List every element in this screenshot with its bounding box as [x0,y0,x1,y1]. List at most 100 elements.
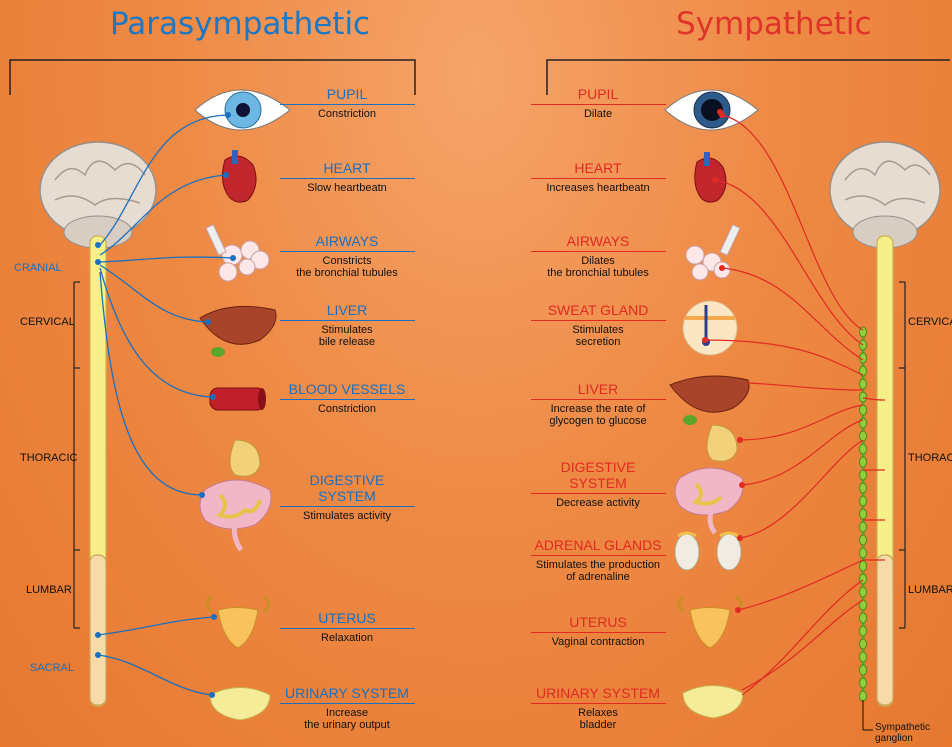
segment-thoracic-right: THORACIC [908,452,952,464]
sym-organ-digestive: DIGESTIVE SYSTEM Decrease activity [523,459,673,509]
organ-desc: Constricts the bronchial tubules [272,255,422,279]
organ-desc: Increases heartbeatn [523,182,673,194]
eye-right-icon [665,90,758,130]
ganglion-bead [860,457,867,467]
sym-organ-uterus: UTERUS Vaginal contraction [523,614,673,648]
organ-desc: Stimulates activity [272,510,422,522]
para-organ-blood-vessels: BLOOD VESSELS Constriction [272,381,422,415]
ganglion-bead [860,548,867,558]
para-organ-liver: LIVER Stimulates bile release [272,302,422,348]
organ-name: UTERUS [531,614,666,633]
ganglion-bead [860,470,867,480]
ganglion-bead [860,418,867,428]
bladder-right-icon [683,686,743,719]
organ-name: DIGESTIVE SYSTEM [531,459,666,494]
organ-name: URINARY SYSTEM [531,685,666,704]
ganglion-bead [860,678,867,688]
organ-name: LIVER [531,381,666,400]
brain-left-icon [40,142,156,248]
para-organ-uterus: UTERUS Relaxation [272,610,422,644]
adrenal-glands-icon [675,533,741,570]
ganglion-bead [860,509,867,519]
ganglion-bead [860,691,867,701]
organ-name: BLOOD VESSELS [280,381,415,400]
sym-organ-adrenal: ADRENAL GLANDS Stimulates the production… [523,537,673,583]
sympathetic-chain [860,327,874,730]
organ-desc: Relaxation [272,632,422,644]
airways-right-icon [686,225,740,280]
sym-organ-liver: LIVER Increase the rate of glycogen to g… [523,381,673,427]
organ-desc: Constriction [272,108,422,120]
sym-organ-heart: HEART Increases heartbeatn [523,160,673,194]
organ-desc: Stimulates secretion [523,324,673,348]
ganglion-bead [860,405,867,415]
organ-name: PUPIL [531,86,666,105]
organ-name: UTERUS [280,610,415,629]
segment-thoracic: THORACIC [20,452,77,464]
heart-right-icon [695,152,726,202]
organ-name: AIRWAYS [280,233,415,252]
liver-left-icon [200,306,276,357]
organ-name: LIVER [280,302,415,321]
spinal-cord-right [877,236,893,706]
organ-desc: Dilate [523,108,673,120]
segment-cervical-right: CERVICAL [908,316,952,328]
para-organ-pupil: PUPIL Constriction [272,86,422,120]
organ-name: DIGESTIVE SYSTEM [280,472,415,507]
digestive-right-icon [675,425,743,533]
para-organ-urinary: URINARY SYSTEM Increase the urinary outp… [272,685,422,731]
ganglion-bead [860,483,867,493]
blood-vessel-left-icon [210,388,266,410]
organ-desc: Increase the urinary output [272,707,422,731]
organ-name: ADRENAL GLANDS [531,537,666,556]
sym-organ-airways: AIRWAYS Dilates the bronchial tubules [523,233,673,279]
sym-organ-sweat-gland: SWEAT GLAND Stimulates secretion [523,302,673,348]
segment-lumbar: LUMBAR [26,584,72,596]
organ-desc: Increase the rate of glycogen to glucose [523,403,673,427]
brain-right-icon [830,142,940,248]
sym-organ-pupil: PUPIL Dilate [523,86,673,120]
organ-name: AIRWAYS [531,233,666,252]
organ-desc: Stimulates the production of adrenaline [523,559,673,583]
ganglion-bead [860,496,867,506]
parasympathetic-title: Parasympathetic [110,6,370,42]
ganglion-bead [860,587,867,597]
organ-name: HEART [280,160,415,179]
organ-name: PUPIL [280,86,415,105]
digestive-left-icon [200,440,271,550]
para-organ-airways: AIRWAYS Constricts the bronchial tubules [272,233,422,279]
ganglion-bead [860,639,867,649]
sweat-gland-icon [683,301,737,355]
uterus-left-icon [207,597,269,648]
para-organ-heart: HEART Slow heartbeatn [272,160,422,194]
organ-desc: Dilates the bronchial tubules [523,255,673,279]
sym-organ-urinary: URINARY SYSTEM Relaxes bladder [523,685,673,731]
liver-right-icon [670,376,749,425]
ganglion-bead [860,379,867,389]
ganglion-bead [860,431,867,441]
organ-desc: Constriction [272,403,422,415]
organ-desc: Decrease activity [523,497,673,509]
para-organ-digestive: DIGESTIVE SYSTEM Stimulates activity [272,472,422,522]
organ-desc: Vaginal contraction [523,636,673,648]
organ-name: HEART [531,160,666,179]
segment-lumbar-right: LUMBAR [908,584,952,596]
ganglion-bead [860,561,867,571]
organ-desc: Slow heartbeatn [272,182,422,194]
sympathetic-title: Sympathetic [676,6,872,42]
ganglion-bead [860,522,867,532]
ganglion-bead [860,392,867,402]
organ-desc: Relaxes bladder [523,707,673,731]
ganglion-bead [860,574,867,584]
ganglion-bead [860,613,867,623]
ganglion-bead [860,652,867,662]
uterus-right-icon [679,597,741,648]
ganglion-bead [860,535,867,545]
ganglion-label: Sympathetic ganglion [875,722,930,744]
ganglion-bead [860,444,867,454]
organ-name: SWEAT GLAND [531,302,666,321]
organ-desc: Stimulates bile release [272,324,422,348]
airways-left-icon [206,225,269,281]
segment-cervical: CERVICAL [20,316,75,328]
